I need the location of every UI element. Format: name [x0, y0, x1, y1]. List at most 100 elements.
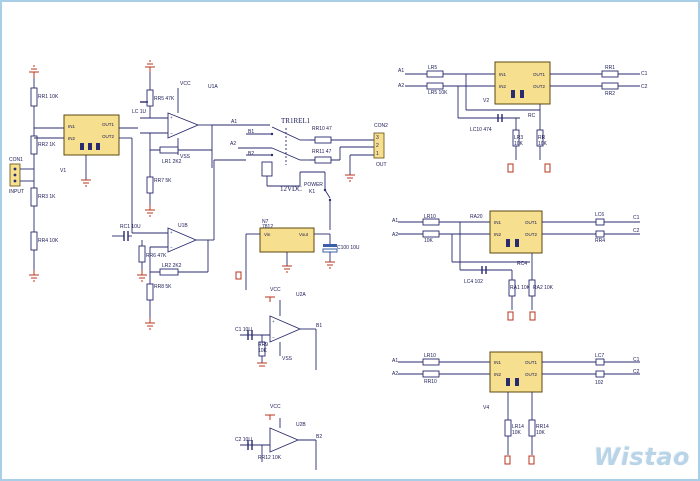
u2-in1: IN1 [499, 72, 507, 77]
net-c1-top: C1 [641, 71, 648, 77]
svg-text:2: 2 [376, 143, 379, 149]
relay-output-resistors: RR10 47 RR11 47 [310, 126, 374, 182]
u1-out2: OUT2 [102, 134, 114, 139]
label-c2: C2 10U [235, 437, 252, 443]
label-rr1: RR1 10K [38, 94, 59, 100]
svg-text:LR3: LR3 [514, 135, 523, 141]
chip-u1: IN1 IN2 OUT1 OUT2 V1 [60, 114, 138, 187]
svg-text:−: − [170, 131, 173, 136]
input-resistor-column: RR1 10K RR2 1K RR3 1K RR4 10K [29, 65, 64, 282]
svg-text:LR5: LR5 [428, 65, 437, 71]
connector-con2: 3 2 1 CON2 OUT [373, 123, 388, 168]
u1-in2: IN2 [68, 136, 76, 141]
relay-voltage: 12VDC [280, 185, 302, 193]
net-a2: A2 [230, 141, 236, 147]
ground-symbol [29, 270, 39, 282]
svg-text:10K: 10K [424, 238, 434, 244]
svg-text:RR10: RR10 [424, 379, 437, 385]
svg-text:10K: 10K [536, 430, 546, 436]
label-rr10: RR10 47 [312, 126, 332, 132]
label-c1: C1 10U [235, 327, 252, 333]
u2a-vss: VSS [282, 356, 293, 362]
u1-out1: OUT1 [102, 122, 114, 127]
u3-out2: OUT2 [525, 232, 537, 237]
power-switch-k1: POWER K1 [299, 171, 332, 230]
reg-part: 7812 [262, 224, 273, 230]
u4-out1: OUT1 [525, 360, 537, 365]
power-label: POWER [304, 182, 323, 188]
svg-text:10K: 10K [514, 141, 524, 147]
net-a2-top: A2 [398, 83, 404, 89]
u1-in1: IN1 [68, 124, 76, 129]
svg-text:3: 3 [376, 135, 379, 141]
svg-text:+: + [170, 115, 173, 120]
svg-text:LR14: LR14 [512, 424, 524, 430]
net-wires-center: A1 A2 B1 B2 [208, 119, 272, 241]
svg-text:−: − [170, 245, 173, 250]
u2-out1: OUT1 [533, 72, 545, 77]
svg-text:C2: C2 [633, 369, 640, 375]
u2-out2: OUT2 [533, 84, 545, 89]
net-c2-top: C2 [641, 84, 648, 90]
u3-out1: OUT1 [525, 220, 537, 225]
label-ra2: RA2 10K [533, 285, 554, 291]
u1a-vcc: VCC [180, 81, 191, 87]
net-b2-out: B2 [316, 434, 322, 440]
svg-text:A1: A1 [392, 218, 398, 224]
label-lc: LC 1U [132, 109, 147, 115]
u3-in2: IN2 [494, 232, 502, 237]
con2-label: CON2 [374, 123, 388, 129]
svg-text:102: 102 [595, 380, 604, 386]
svg-text:RC: RC [528, 113, 536, 119]
regulator-7812: N7 7812 Vin Vout C100 10U [235, 219, 360, 290]
net-a1-top: A1 [398, 68, 404, 74]
u2-ref: V2 [483, 98, 489, 104]
label-rc1: RC1 10U [120, 224, 141, 230]
label-ra1: RA1 10K [510, 285, 531, 291]
label-rr4: RR4 10K [38, 238, 59, 244]
svg-text:A2: A2 [392, 232, 398, 238]
label-rr8: RR8 5K [154, 284, 172, 290]
svg-text:LC6: LC6 [595, 212, 604, 218]
chip-u2: A1 A2 LR5 LR5 10K IN1 IN2 OUT1 OUT2 V2 R… [398, 61, 648, 173]
label-lc10: LC10 474 [470, 127, 492, 133]
svg-text:C1: C1 [633, 215, 640, 221]
svg-text:LC7: LC7 [595, 353, 604, 359]
opamp-u2a: VCC U2A + − B1 C1 10U RR9 10K VSS [235, 287, 322, 370]
svg-text:LR10: LR10 [424, 353, 436, 359]
svg-text:+: + [272, 319, 275, 324]
svg-text:−: − [272, 335, 275, 340]
svg-text:LR10: LR10 [424, 214, 436, 220]
svg-text:+: + [170, 230, 173, 235]
relay-label: TR1REL1 [281, 117, 311, 125]
u1-ref: V1 [60, 168, 66, 174]
svg-text:RR1: RR1 [605, 65, 615, 71]
net-b2: B2 [248, 151, 254, 157]
svg-text:C1: C1 [633, 357, 640, 363]
svg-text:LC4 102: LC4 102 [464, 279, 483, 285]
opamp-u2b: VCC U2B B2 C2 10U RR12 10K [235, 404, 322, 470]
u4-in2: IN2 [494, 372, 502, 377]
svg-text:RR4: RR4 [595, 238, 605, 244]
label-lr5: LR5 10K [428, 90, 448, 96]
relay-tr1rel1: TR1REL1 12VDC [261, 117, 311, 193]
u2b-vcc: VCC [270, 404, 281, 410]
ground-symbol [29, 65, 39, 78]
label-rr12: RR12 10K [258, 455, 282, 461]
label-lr2: LR2 2K2 [162, 263, 182, 269]
svg-text:RR14: RR14 [536, 424, 549, 430]
label-rr2: RR2 1K [38, 142, 56, 148]
reg-name: N7 [262, 219, 269, 225]
u2a-vcc: VCC [270, 287, 281, 293]
svg-text:RR2: RR2 [605, 91, 615, 97]
label-rr6: RR6 47K [146, 253, 167, 259]
u3-in1: IN1 [494, 220, 502, 225]
wistao-logo: Wistao [593, 443, 690, 471]
u4-in1: IN1 [494, 360, 502, 365]
u2b-title: U2B [296, 422, 306, 428]
svg-text:1: 1 [376, 151, 379, 157]
net-b1: B1 [248, 129, 254, 135]
